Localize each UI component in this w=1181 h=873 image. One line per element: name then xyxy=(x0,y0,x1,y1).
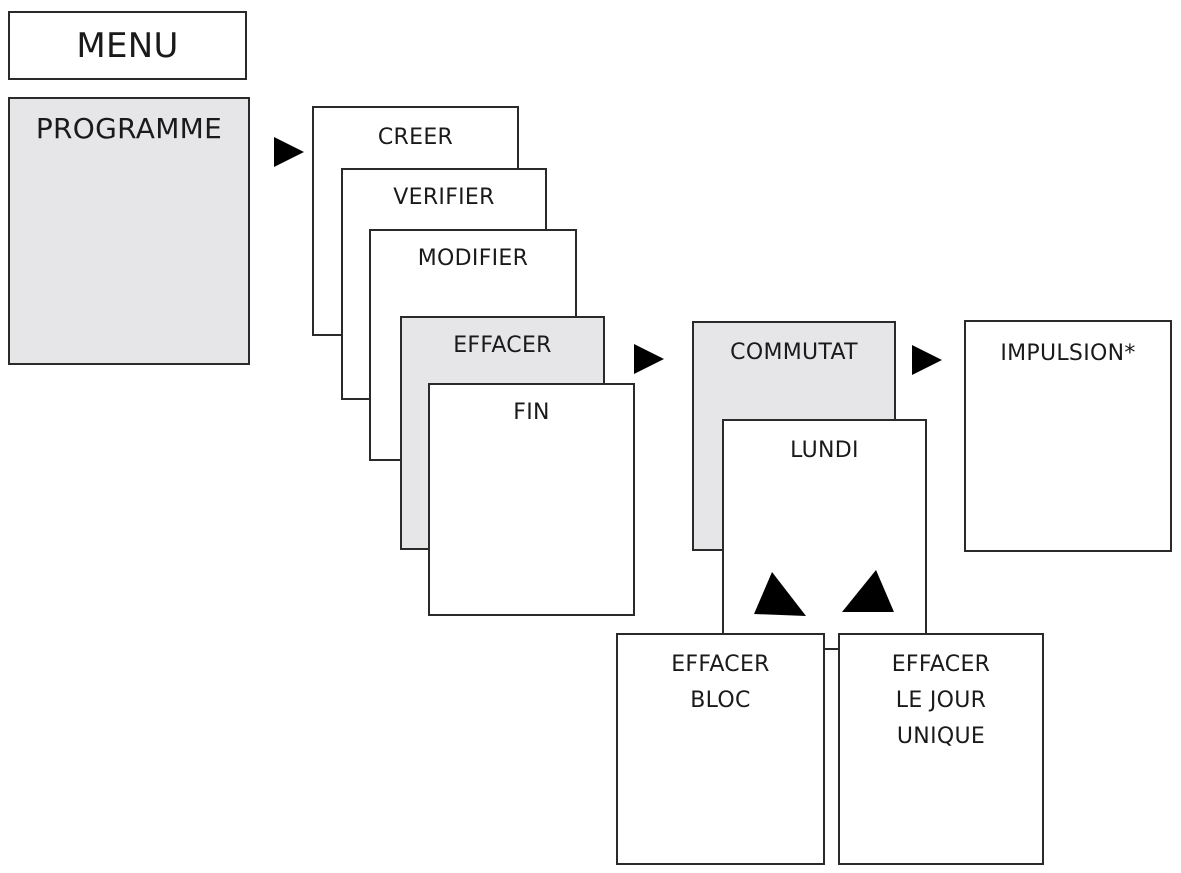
menu-title: MENU xyxy=(76,26,179,66)
creer-label: CREER xyxy=(377,125,454,150)
effacer-label: EFFACER xyxy=(453,333,552,358)
programme-box: PROGRAMME xyxy=(8,97,250,365)
effacer-jour-line-1: EFFACER xyxy=(891,652,991,677)
menu-title-box: MENU xyxy=(8,11,247,80)
arrow-right-icon xyxy=(274,137,304,167)
fin-label: FIN xyxy=(513,400,550,425)
fin-card: FIN xyxy=(428,383,635,616)
effacer-jour-box: EFFACER LE JOUR UNIQUE xyxy=(838,633,1044,865)
impulsion-box: IMPULSION* xyxy=(964,320,1172,552)
effacer-jour-line-2: LE JOUR xyxy=(895,688,987,713)
commutat-label: COMMUTAT xyxy=(730,340,858,365)
lundi-label: LUNDI xyxy=(790,438,859,463)
effacer-bloc-line-2: BLOC xyxy=(690,688,751,713)
effacer-bloc-line-1: EFFACER xyxy=(671,652,770,677)
arrow-right-icon xyxy=(634,344,664,374)
arrow-up-left-icon xyxy=(842,570,894,612)
modifier-label: MODIFIER xyxy=(417,246,529,271)
verifier-label: VERIFIER xyxy=(393,185,495,210)
arrow-up-right-icon xyxy=(754,572,806,616)
arrow-right-icon xyxy=(912,345,942,375)
effacer-jour-line-3: UNIQUE xyxy=(896,724,986,749)
effacer-bloc-box: EFFACER BLOC xyxy=(616,633,825,865)
impulsion-label: IMPULSION* xyxy=(1000,341,1136,366)
programme-label: PROGRAMME xyxy=(35,112,223,145)
